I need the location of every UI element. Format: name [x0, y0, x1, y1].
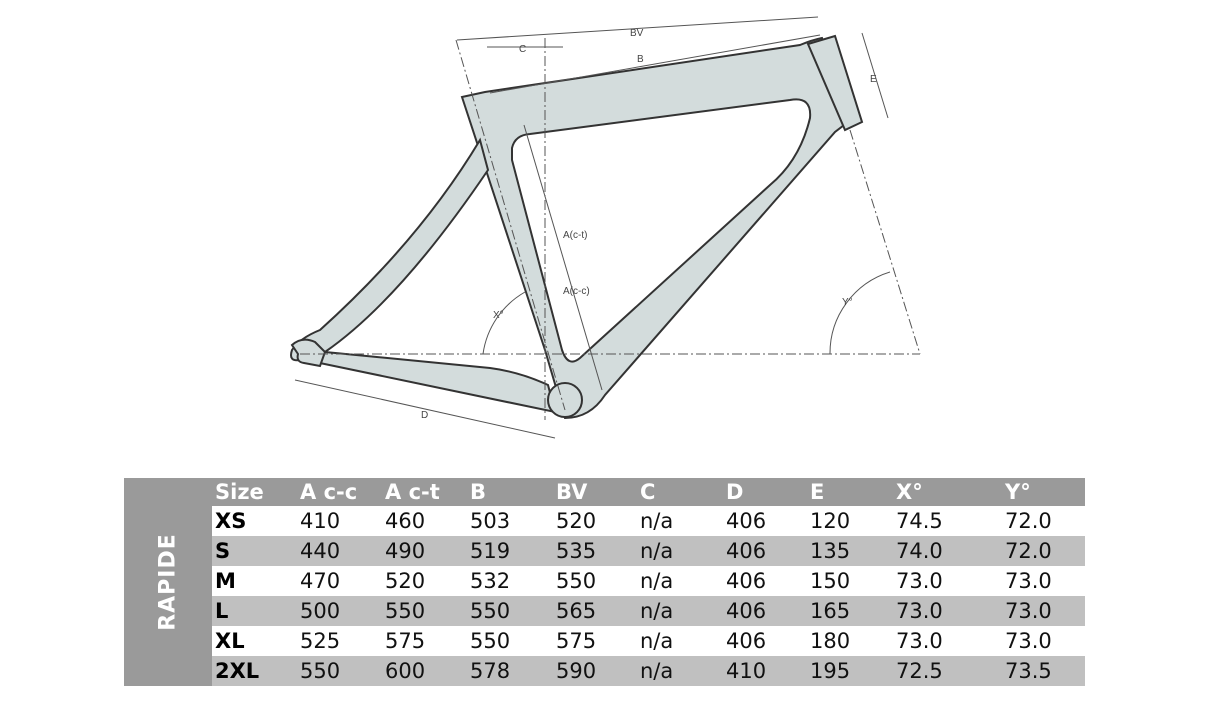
column-header: B: [470, 480, 487, 504]
value-cell: 575: [385, 629, 426, 653]
label-x-angle: X°: [493, 310, 504, 321]
column-header: Y°: [1005, 480, 1031, 504]
table-row: 2XL 550 600 578 590 n/a 410 195 72.5 73.5: [212, 656, 1085, 686]
head-tube: [806, 34, 864, 132]
label-y-angle: Y°: [842, 297, 853, 308]
value-cell: 532: [470, 569, 511, 593]
value-cell: 550: [470, 599, 511, 623]
value-cell: 410: [726, 659, 767, 683]
table-header: Size A c-c A c-t B BV C D E X° Y°: [212, 478, 1085, 506]
frame: [290, 34, 864, 420]
dropout: [290, 338, 327, 368]
value-cell: 72.0: [1005, 509, 1052, 533]
value-cell: n/a: [640, 509, 674, 533]
size-cell: XS: [215, 509, 247, 533]
value-cell: 406: [726, 539, 767, 563]
column-header: BV: [556, 480, 588, 504]
geometry-table: RAPIDE Size A c-c A c-t B BV C D E X° Y° XS 410 460 5…: [124, 478, 1085, 686]
value-cell: 410: [300, 509, 341, 533]
value-cell: 520: [385, 569, 426, 593]
table-row: L 500 550 550 565 n/a 406 165 73.0 73.0: [212, 596, 1085, 626]
table-row: XS 410 460 503 520 n/a 406 120 74.5 72.0: [212, 506, 1085, 536]
value-cell: 195: [810, 659, 851, 683]
value-cell: 550: [385, 599, 426, 623]
model-name: RAPIDE: [155, 533, 181, 631]
value-cell: 73.0: [1005, 569, 1052, 593]
value-cell: 590: [556, 659, 597, 683]
label-a-ct: A(c-t): [563, 230, 587, 241]
size-cell: L: [215, 599, 229, 623]
value-cell: 150: [810, 569, 851, 593]
value-cell: 406: [726, 509, 767, 533]
value-cell: 519: [470, 539, 511, 563]
value-cell: n/a: [640, 599, 674, 623]
value-cell: 73.0: [896, 569, 943, 593]
label-c: C: [519, 44, 526, 55]
value-cell: 180: [810, 629, 851, 653]
value-cell: 406: [726, 629, 767, 653]
value-cell: 575: [556, 629, 597, 653]
value-cell: n/a: [640, 569, 674, 593]
value-cell: 503: [470, 509, 511, 533]
label-e: E: [870, 74, 877, 85]
value-cell: 406: [726, 569, 767, 593]
value-cell: 73.0: [896, 599, 943, 623]
value-cell: 578: [470, 659, 511, 683]
value-cell: 135: [810, 539, 851, 563]
model-label-column: RAPIDE: [124, 478, 212, 686]
value-cell: 550: [556, 569, 597, 593]
value-cell: 490: [385, 539, 426, 563]
value-cell: n/a: [640, 539, 674, 563]
value-cell: n/a: [640, 629, 674, 653]
label-b: B: [637, 54, 644, 65]
value-cell: 440: [300, 539, 341, 563]
rear-triangle: [290, 137, 557, 414]
column-header: Size: [215, 480, 264, 504]
value-cell: 565: [556, 599, 597, 623]
size-cell: XL: [215, 629, 245, 653]
value-cell: 72.0: [1005, 539, 1052, 563]
value-cell: 470: [300, 569, 341, 593]
table-row: XL 525 575 550 575 n/a 406 180 73.0 73.0: [212, 626, 1085, 656]
label-d: D: [421, 410, 428, 421]
column-header: E: [810, 480, 825, 504]
value-cell: 73.5: [1005, 659, 1052, 683]
value-cell: 73.0: [1005, 599, 1052, 623]
dimension-lines: [294, 16, 921, 439]
value-cell: 550: [470, 629, 511, 653]
column-header: A c-t: [385, 480, 440, 504]
value-cell: 460: [385, 509, 426, 533]
frame-geometry-diagram: BV B C E A(c-t) A(c-c) X° Y° D: [290, 16, 921, 439]
bottom-bracket: [547, 382, 583, 418]
value-cell: 500: [300, 599, 341, 623]
table-row: M 470 520 532 550 n/a 406 150 73.0 73.0: [212, 566, 1085, 596]
value-cell: 525: [300, 629, 341, 653]
label-bv: BV: [630, 28, 644, 39]
value-cell: 406: [726, 599, 767, 623]
column-header: D: [726, 480, 744, 504]
dimension-labels: BV B C E A(c-t) A(c-c) X° Y° D: [421, 28, 877, 421]
value-cell: 72.5: [896, 659, 943, 683]
label-a-cc: A(c-c): [563, 286, 590, 297]
value-cell: 165: [810, 599, 851, 623]
value-cell: 535: [556, 539, 597, 563]
value-cell: 73.0: [896, 629, 943, 653]
size-cell: 2XL: [215, 659, 260, 683]
size-cell: S: [215, 539, 231, 563]
value-cell: 600: [385, 659, 426, 683]
column-header: X°: [896, 480, 923, 504]
value-cell: 550: [300, 659, 341, 683]
column-header: C: [640, 480, 656, 504]
front-triangle: [460, 36, 850, 420]
column-header: A c-c: [300, 480, 358, 504]
size-cell: M: [215, 569, 236, 593]
value-cell: 120: [810, 509, 851, 533]
value-cell: 520: [556, 509, 597, 533]
value-cell: 73.0: [1005, 629, 1052, 653]
value-cell: 74.5: [896, 509, 943, 533]
table-row: S 440 490 519 535 n/a 406 135 74.0 72.0: [212, 536, 1085, 566]
value-cell: n/a: [640, 659, 674, 683]
value-cell: 74.0: [896, 539, 943, 563]
